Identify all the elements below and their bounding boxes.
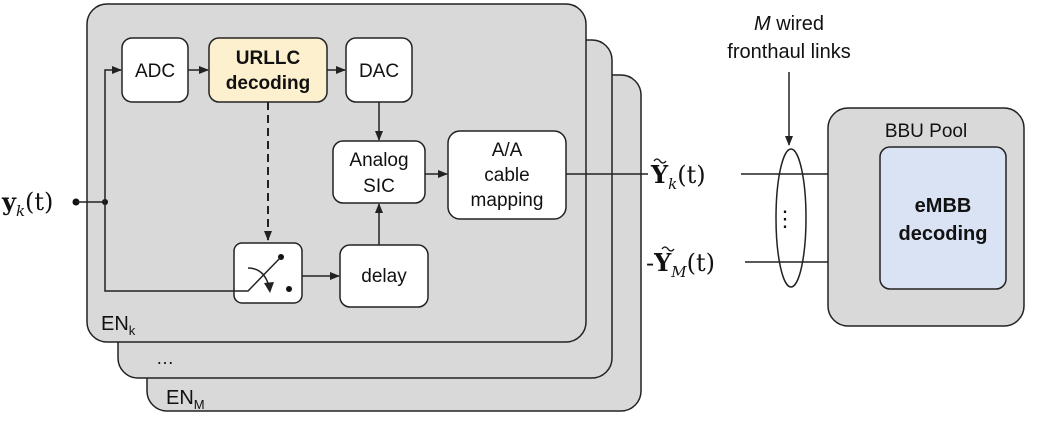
svg-text:-YM(t): -YM(t) bbox=[646, 248, 715, 281]
en-middle-label: … bbox=[156, 348, 174, 368]
aa-label-3: mapping bbox=[471, 190, 544, 211]
urllc-label: URLLC bbox=[236, 48, 301, 69]
fronthaul-caption-line2: fronthaul links bbox=[727, 41, 850, 63]
fronthaul-bundle-ellipse bbox=[775, 148, 807, 288]
analog-sic-label: Analog bbox=[349, 150, 408, 171]
en-front-label: ENk bbox=[101, 313, 136, 338]
fronthaul-caption-line1: M wired bbox=[754, 13, 824, 35]
input-signal-label: yk(t) bbox=[1, 187, 53, 220]
aa-label-2: cable bbox=[484, 165, 529, 186]
adc-feed-wire bbox=[104, 66, 122, 202]
aa-label: A/A bbox=[492, 140, 523, 161]
analog-sic-label-2: SIC bbox=[363, 176, 395, 197]
fronthaul-vdots: ⋮ bbox=[774, 206, 796, 231]
adc-label: ADC bbox=[135, 61, 175, 82]
switch-block bbox=[233, 242, 303, 304]
dac-label: DAC bbox=[359, 61, 399, 82]
urllc-label-2: decoding bbox=[226, 73, 310, 94]
aa-cable-mapping-block bbox=[447, 130, 567, 220]
en-back-label: ENM bbox=[166, 387, 205, 412]
delay-label: delay bbox=[361, 266, 407, 287]
switch-feed-wire bbox=[104, 202, 282, 292]
embb-label: eMBB bbox=[915, 195, 972, 217]
bbu-pool-title: BBU Pool bbox=[885, 121, 967, 142]
output-signal-k-label: Yk(t) bbox=[650, 158, 706, 193]
output-signal-m-label: -YM(t) bbox=[646, 246, 715, 281]
embb-label-2: decoding bbox=[899, 223, 988, 245]
delay-block bbox=[339, 244, 429, 308]
embb-decoding-block bbox=[879, 146, 1007, 290]
svg-text:Yk(t): Yk(t) bbox=[650, 160, 706, 193]
